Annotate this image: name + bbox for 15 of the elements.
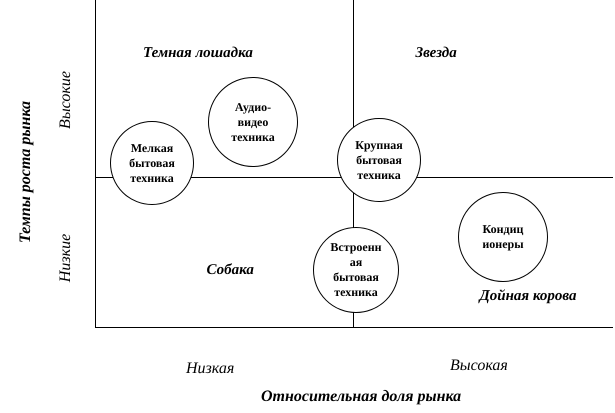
axis-title: Темпы роста рынка bbox=[17, 100, 36, 244]
bubble-label: Мелкая бытовая техника bbox=[128, 140, 176, 186]
axis-level-label: Низкие bbox=[57, 234, 76, 282]
quadrant-name: Темная лошадка bbox=[143, 44, 253, 62]
quadrant-name: Звезда bbox=[416, 44, 457, 62]
axis-level-label: Высокие bbox=[56, 71, 75, 129]
bubble-label: Крупная бытовая техника bbox=[354, 138, 404, 182]
bubble-label: Встроенн ая бытовая техника bbox=[329, 240, 383, 300]
axis-level-label: Низкая bbox=[186, 360, 234, 378]
axis-title: Относительная доля рынка bbox=[261, 388, 462, 406]
quadrant-name: Собака bbox=[206, 262, 254, 278]
bubble-label: Аудио-видео техника bbox=[230, 100, 276, 144]
axis-level-label: Высокая bbox=[450, 357, 508, 375]
quadrant-name: Дойная корова bbox=[480, 288, 577, 304]
bubble-label: Кондиц ионеры bbox=[481, 222, 525, 252]
